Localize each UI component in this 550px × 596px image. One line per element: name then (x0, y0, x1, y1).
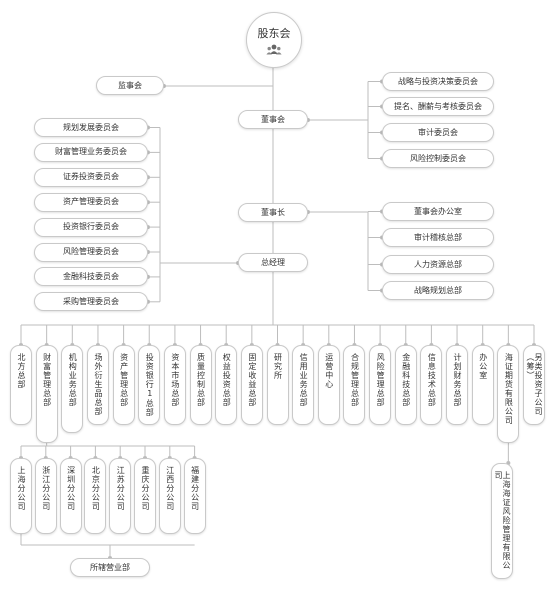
chairman-unit-node: 战略规划总部 (382, 281, 494, 300)
department-node-label: 场外衍生品总部 (93, 353, 103, 416)
chairman-unit-node: 董事会办公室 (382, 202, 494, 221)
board-committee-node: 提名、酬薪与考核委员会 (382, 97, 494, 116)
futures-subsidiary-node: 上海海证风险管理有限公司 (491, 463, 513, 579)
department-node-label: 机构业务总部 (68, 353, 78, 407)
branch-node-label: 江苏分公司 (116, 466, 126, 511)
department-node: 资产管理总部 (112, 345, 135, 425)
department-node-label: 信用业务总部 (299, 353, 309, 407)
branch-node: 浙江分公司 (34, 458, 57, 534)
department-node-label: 信息技术总部 (427, 353, 437, 407)
branch-node: 江苏分公司 (109, 458, 132, 534)
board-committee-node: 审计委员会 (382, 123, 494, 142)
branch-node: 深圳分公司 (59, 458, 82, 534)
department-node: 投资银行1总部 (138, 345, 161, 425)
branch-node-label: 江西分公司 (165, 466, 175, 511)
board-node: 董事会 (238, 110, 308, 129)
gm-committee-node: 资产管理委员会 (34, 192, 148, 212)
board-committee-node: 风险控制委员会 (382, 149, 494, 168)
department-node-label: 金融科技总部 (401, 353, 411, 407)
futures-subsidiary-label: 上海海证风险管理有限公司 (494, 471, 511, 570)
branch-node: 北京分公司 (84, 458, 107, 534)
department-node-label: 固定收益总部 (247, 353, 257, 407)
branch-node-label: 上海分公司 (17, 466, 26, 511)
department-node-label: 海证期货有限公司 (504, 353, 514, 425)
department-node-label: 计划财务总部 (453, 353, 463, 407)
department-node-label: 资产管理总部 (119, 353, 129, 407)
department-node-label: 运营中心 (324, 353, 334, 389)
department-node-label: 质量控制总部 (196, 353, 206, 407)
department-node-label: 资本市场总部 (170, 353, 180, 407)
root-node-shareholders: 股东会 (246, 12, 302, 68)
department-node-label: 权益投资总部 (222, 353, 232, 407)
gm-committee-node: 采购管理委员会 (34, 292, 148, 312)
department-node: 计划财务总部 (446, 345, 469, 425)
gm-committee-node: 金融科技委员会 (34, 267, 148, 287)
branch-sales-offices-node: 所辖营业部 (70, 558, 150, 577)
department-node: 合规管理总部 (343, 345, 366, 425)
department-node: 金融科技总部 (394, 345, 417, 425)
chairman-unit-node: 人力资源总部 (382, 255, 494, 274)
department-node: 另类投资子公司（筹） (523, 345, 545, 425)
gm-committee-node: 风险管理委员会 (34, 242, 148, 262)
department-node: 场外衍生品总部 (86, 345, 109, 425)
department-node: 资本市场总部 (163, 345, 186, 425)
branch-node-label: 浙江分公司 (41, 466, 51, 511)
branch-node: 江西分公司 (158, 458, 181, 534)
department-node-label: 另类投资子公司（筹） (526, 353, 543, 416)
department-node-label: 研究所 (273, 353, 283, 380)
department-node-label: 合规管理总部 (350, 353, 360, 407)
general-manager-node: 总经理 (238, 253, 308, 272)
department-node: 北方总部 (10, 345, 32, 425)
department-node: 风险管理总部 (369, 345, 392, 425)
people-group-icon (266, 44, 282, 54)
department-node: 机构业务总部 (61, 345, 84, 433)
gm-committee-node: 证券投资委员会 (34, 167, 148, 187)
supervisory-board-node: 监事会 (96, 76, 164, 95)
department-node: 信用业务总部 (292, 345, 315, 425)
department-node: 固定收益总部 (240, 345, 263, 425)
branch-node-label: 福建分公司 (190, 466, 200, 511)
chairman-node: 董事长 (238, 203, 308, 222)
department-node-label: 投资银行1总部 (145, 353, 155, 417)
branch-node-label: 重庆分公司 (141, 466, 150, 511)
gm-committee-node: 规划发展委员会 (34, 118, 148, 137)
department-node-label: 办公室 (478, 353, 488, 380)
branch-node: 福建分公司 (183, 458, 206, 534)
branch-node-label: 深圳分公司 (66, 466, 76, 511)
department-node: 海证期货有限公司 (497, 345, 520, 443)
department-node: 研究所 (266, 345, 289, 425)
root-label: 股东会 (257, 26, 291, 40)
department-node-label: 财富管理总部 (42, 353, 52, 407)
department-node: 办公室 (471, 345, 494, 425)
department-node: 财富管理总部 (35, 345, 58, 443)
gm-committee-node: 投资银行委员会 (34, 217, 148, 237)
department-node: 权益投资总部 (215, 345, 238, 425)
board-committee-node: 战略与投资决策委员会 (382, 72, 494, 91)
department-node: 质量控制总部 (189, 345, 212, 425)
chairman-unit-node: 审计稽核总部 (382, 228, 494, 247)
branch-node: 上海分公司 (10, 458, 32, 534)
department-node-label: 风险管理总部 (376, 353, 386, 407)
department-node: 运营中心 (317, 345, 340, 425)
branch-node-label: 北京分公司 (91, 466, 101, 511)
branch-node: 重庆分公司 (134, 458, 156, 534)
gm-committee-node: 财富管理业务委员会 (34, 142, 148, 162)
department-node-label: 北方总部 (17, 353, 26, 389)
department-node: 信息技术总部 (420, 345, 443, 425)
